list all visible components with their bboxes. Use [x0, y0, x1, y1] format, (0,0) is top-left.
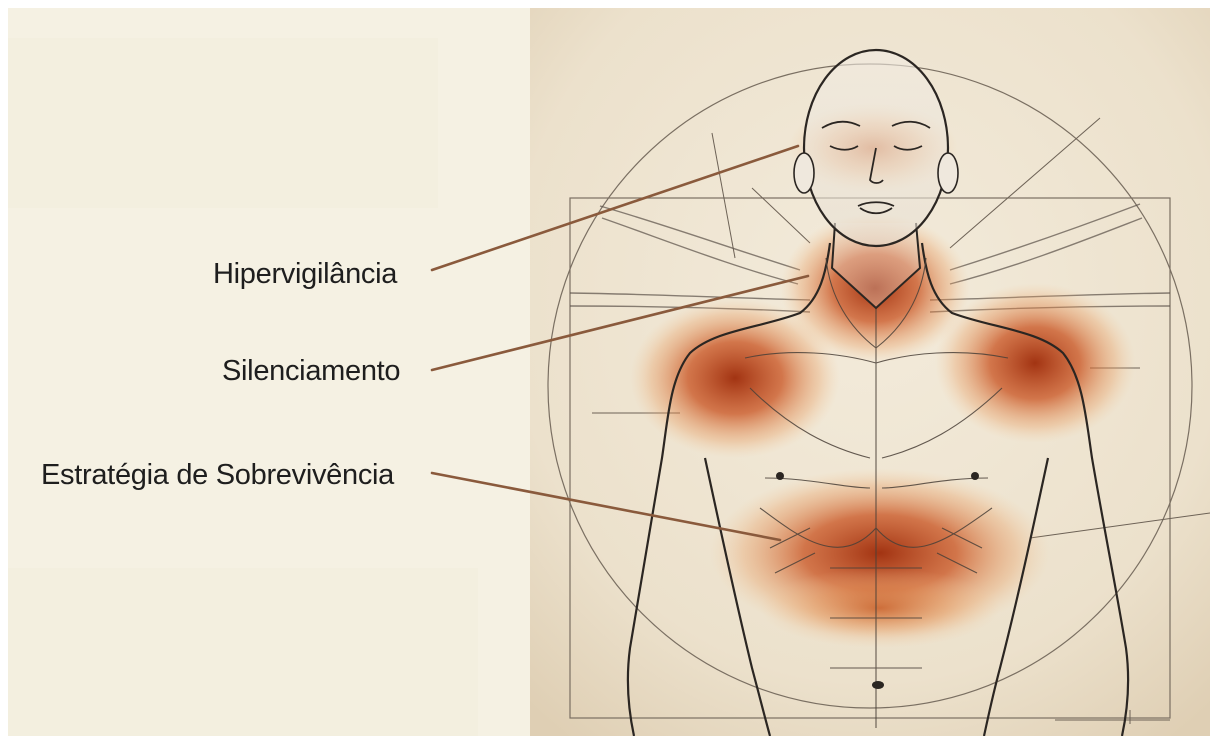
- anatomical-figure-icon: [530, 8, 1210, 736]
- label-silencing: Silenciamento: [222, 357, 400, 386]
- label-hypervigilance: Hipervigilância: [213, 260, 397, 289]
- panel-band: [8, 38, 438, 208]
- label-survival-strategy: Estratégia de Sobrevivência: [41, 461, 394, 490]
- panel-band: [8, 568, 478, 736]
- diagram-canvas: Hipervigilância Silenciamento Estratégia…: [8, 8, 1210, 736]
